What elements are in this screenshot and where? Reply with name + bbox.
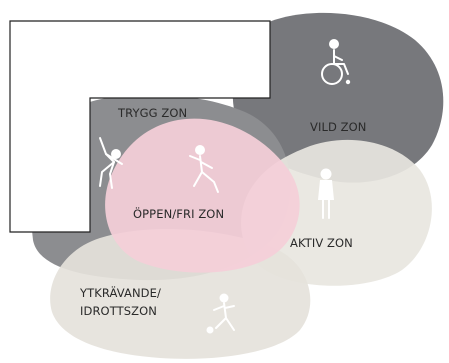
ytkravande-zone-label-line1: YTKRÄVANDE/ bbox=[79, 285, 161, 300]
oppen-zone-label: ÖPPEN/FRI ZON bbox=[133, 205, 224, 221]
building-footprint bbox=[9, 20, 271, 233]
standing-child-icon bbox=[318, 168, 334, 219]
ytkravande-zone-label-line2: IDROTTSZON bbox=[80, 304, 157, 318]
stretching-child-icon bbox=[99, 137, 123, 189]
vild-zone-area bbox=[232, 12, 444, 183]
vild-zone-label: VILD ZON bbox=[310, 120, 367, 134]
aktiv-zone-label: AKTIV ZON bbox=[290, 236, 353, 250]
running-child-icon bbox=[189, 145, 219, 193]
oppen-zone-area bbox=[105, 118, 300, 273]
wheelchair-user-icon bbox=[321, 39, 351, 85]
trygg-zone-label: TRYGG ZON bbox=[117, 106, 187, 120]
football-child-icon bbox=[206, 293, 235, 334]
